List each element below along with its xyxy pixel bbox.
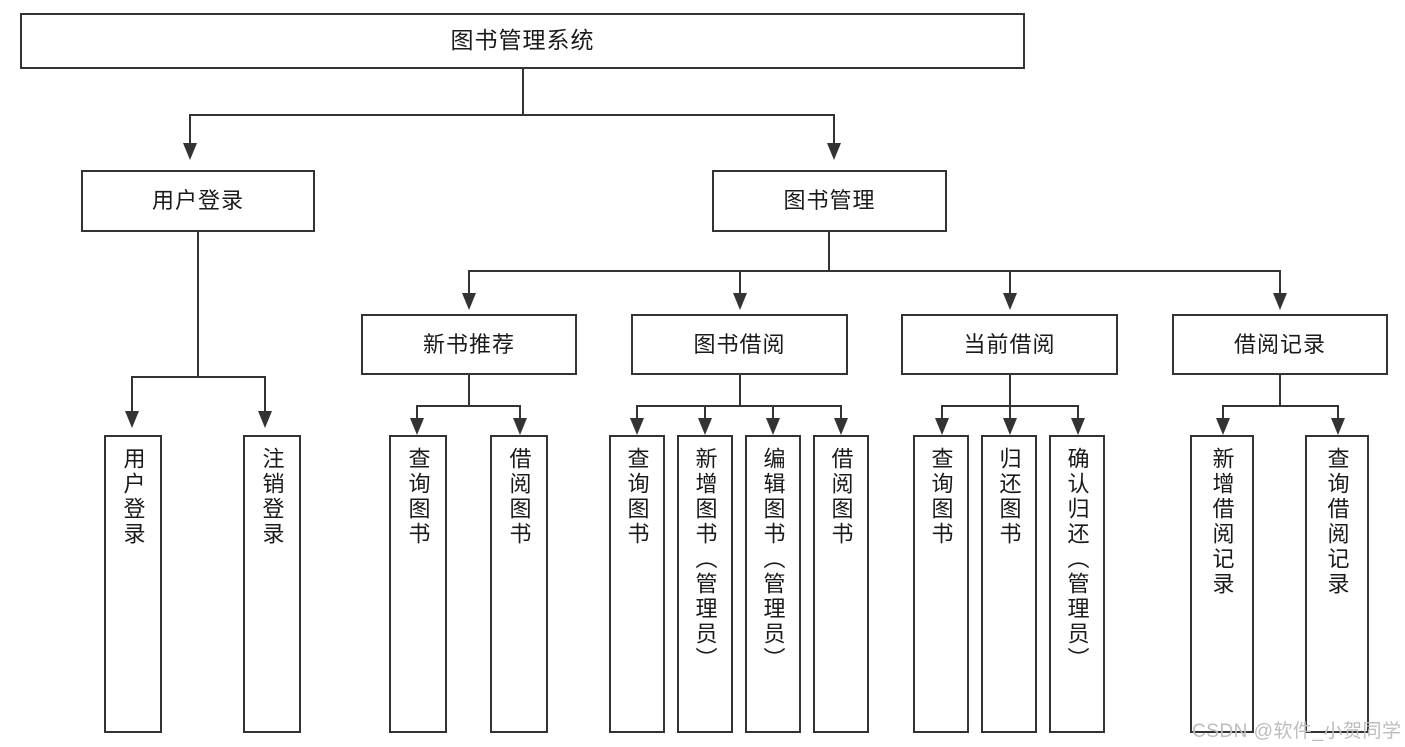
connector-user-login-drop-2 — [264, 376, 266, 412]
connector-root-to-user-login — [189, 114, 191, 144]
leaf-current-borrow-query[interactable]: 查询图书 — [913, 435, 969, 733]
connector-to-current-borrow — [1009, 270, 1011, 294]
arrowhead-leaf-borrow-record-1 — [1216, 418, 1230, 435]
connector-to-new-book — [468, 270, 470, 294]
leaf-book-borrow-borrow[interactable]: 借阅图书 — [813, 435, 869, 733]
arrowhead-user-login — [183, 143, 197, 160]
leaf-book-borrow-add[interactable]: 新增图书（管理员） — [677, 435, 733, 733]
connector-new-book-bus — [416, 405, 521, 407]
connector-current-borrow-drop-3 — [1077, 405, 1079, 419]
leaf-borrow-record-query[interactable]: 查询借阅记录 — [1305, 435, 1369, 733]
leaf-new-book-borrow-label: 借阅图书 — [506, 447, 532, 547]
connector-borrow-record-stem — [1279, 375, 1281, 406]
connector-borrow-record-drop-1 — [1222, 405, 1224, 419]
connector-root-to-book-manage — [833, 114, 835, 144]
leaf-new-book-borrow[interactable]: 借阅图书 — [490, 435, 548, 733]
node-book-manage-label: 图书管理 — [783, 188, 876, 214]
leaf-borrow-record-add-label: 新增借阅记录 — [1209, 447, 1235, 597]
arrowhead-leaf-new-book-1 — [410, 418, 424, 435]
connector-new-book-drop-2 — [519, 405, 521, 419]
arrowhead-new-book — [462, 293, 476, 310]
arrowhead-leaf-book-borrow-1 — [630, 418, 644, 435]
leaf-new-book-query-label: 查询图书 — [405, 447, 431, 547]
connector-new-book-drop-1 — [416, 405, 418, 419]
arrowhead-leaf-current-borrow-3 — [1071, 418, 1085, 435]
connector-book-borrow-stem — [739, 375, 741, 406]
leaf-borrow-record-add[interactable]: 新增借阅记录 — [1190, 435, 1254, 733]
connector-book-borrow-drop-2 — [704, 405, 706, 419]
connector-new-book-stem — [468, 375, 470, 406]
leaf-current-borrow-return[interactable]: 归还图书 — [981, 435, 1037, 733]
leaf-book-borrow-edit-label: 编辑图书（管理员） — [760, 447, 786, 672]
arrowhead-borrow-record — [1273, 293, 1287, 310]
leaf-book-borrow-borrow-label: 借阅图书 — [828, 447, 854, 547]
leaf-borrow-record-query-label: 查询借阅记录 — [1324, 447, 1350, 597]
connector-root-bus — [189, 114, 835, 116]
connector-to-borrow-record — [1279, 270, 1281, 294]
arrowhead-leaf-user-login-1 — [125, 411, 139, 428]
connector-book-manage-stem — [828, 232, 830, 271]
leaf-book-borrow-add-label: 新增图书（管理员） — [692, 447, 718, 672]
arrowhead-book-manage — [827, 143, 841, 160]
arrowhead-leaf-new-book-2 — [513, 418, 527, 435]
node-current-borrow-label: 当前借阅 — [963, 331, 1056, 357]
leaf-user-login-login[interactable]: 用户登录 — [104, 435, 162, 733]
node-user-login[interactable]: 用户登录 — [81, 170, 315, 232]
leaf-new-book-query[interactable]: 查询图书 — [389, 435, 447, 733]
leaf-user-login-logout-label: 注销登录 — [259, 447, 285, 547]
connector-book-borrow-drop-3 — [772, 405, 774, 419]
leaf-current-borrow-return-label: 归还图书 — [996, 447, 1022, 547]
node-borrow-record[interactable]: 借阅记录 — [1172, 314, 1388, 375]
arrowhead-book-borrow — [733, 293, 747, 310]
node-new-book-recommend[interactable]: 新书推荐 — [361, 314, 577, 375]
node-root[interactable]: 图书管理系统 — [20, 13, 1025, 69]
leaf-current-borrow-confirm[interactable]: 确认归还（管理员） — [1049, 435, 1105, 733]
arrowhead-leaf-book-borrow-3 — [766, 418, 780, 435]
node-book-manage[interactable]: 图书管理 — [712, 170, 947, 232]
connector-root-stem — [522, 69, 524, 115]
connector-user-login-bus — [131, 376, 265, 378]
leaf-book-borrow-query[interactable]: 查询图书 — [609, 435, 665, 733]
leaf-current-borrow-query-label: 查询图书 — [928, 447, 954, 547]
arrowhead-leaf-borrow-record-2 — [1331, 418, 1345, 435]
node-current-borrow[interactable]: 当前借阅 — [901, 314, 1118, 375]
arrowhead-leaf-book-borrow-4 — [834, 418, 848, 435]
connector-book-borrow-drop-4 — [840, 405, 842, 419]
connector-current-borrow-drop-2 — [1009, 405, 1011, 419]
leaf-book-borrow-edit[interactable]: 编辑图书（管理员） — [745, 435, 801, 733]
node-book-borrow[interactable]: 图书借阅 — [631, 314, 848, 375]
arrowhead-leaf-user-login-2 — [258, 411, 272, 428]
node-borrow-record-label: 借阅记录 — [1233, 331, 1326, 357]
arrowhead-leaf-current-borrow-2 — [1003, 418, 1017, 435]
connector-book-borrow-bus — [636, 405, 842, 407]
node-root-label: 图书管理系统 — [450, 27, 595, 54]
arrowhead-leaf-current-borrow-1 — [935, 418, 949, 435]
connector-borrow-record-drop-2 — [1337, 405, 1339, 419]
connector-user-login-drop-1 — [131, 376, 133, 412]
node-user-login-label: 用户登录 — [151, 188, 244, 214]
connector-user-login-stem — [197, 232, 199, 377]
node-book-borrow-label: 图书借阅 — [693, 331, 786, 357]
connector-to-book-borrow — [739, 270, 741, 294]
leaf-current-borrow-confirm-label: 确认归还（管理员） — [1064, 447, 1090, 672]
leaf-user-login-logout[interactable]: 注销登录 — [243, 435, 301, 733]
connector-current-borrow-drop-1 — [941, 405, 943, 419]
arrowhead-leaf-book-borrow-2 — [698, 418, 712, 435]
connector-current-borrow-stem — [1009, 375, 1011, 406]
leaf-user-login-login-label: 用户登录 — [120, 447, 146, 547]
leaf-book-borrow-query-label: 查询图书 — [624, 447, 650, 547]
connector-book-borrow-drop-1 — [636, 405, 638, 419]
connector-borrow-record-bus — [1222, 405, 1338, 407]
arrowhead-current-borrow — [1003, 293, 1017, 310]
node-new-book-recommend-label: 新书推荐 — [422, 331, 515, 357]
connector-book-manage-bus — [468, 270, 1280, 272]
